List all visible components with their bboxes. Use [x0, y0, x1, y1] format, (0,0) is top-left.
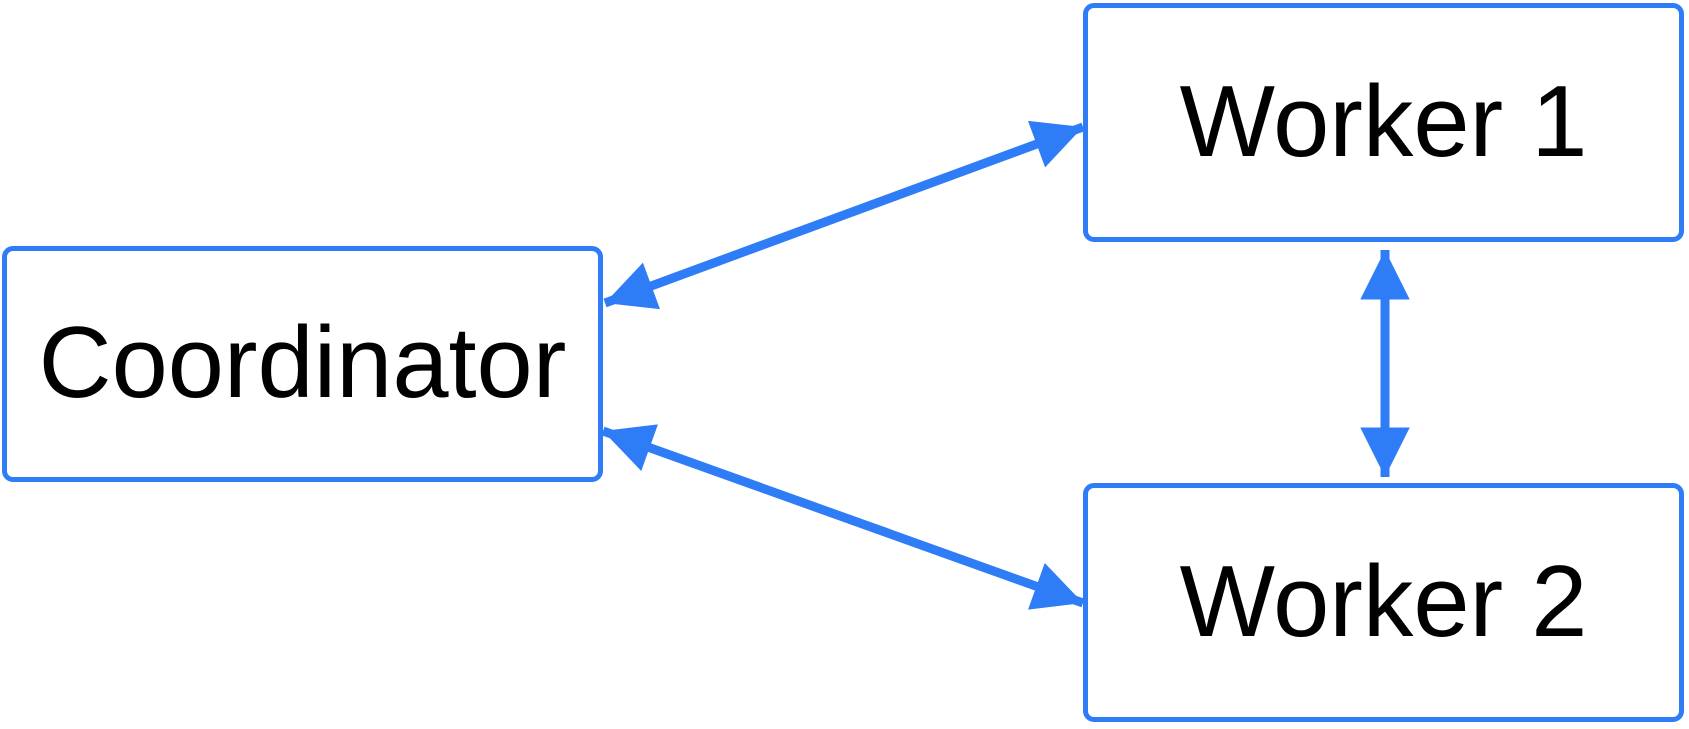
node-worker-1: Worker 1: [1083, 3, 1684, 242]
edge-coordinator-worker2-double-arrow: [601, 424, 1085, 610]
node-coordinator-label: Coordinator: [38, 307, 567, 420]
node-worker-2-label: Worker 2: [1179, 545, 1588, 658]
edge-coordinator-worker1-double-arrow: [603, 120, 1085, 310]
node-worker-2: Worker 2: [1083, 483, 1684, 722]
node-worker-1-label: Worker 1: [1179, 65, 1588, 178]
node-coordinator: Coordinator: [2, 246, 603, 482]
